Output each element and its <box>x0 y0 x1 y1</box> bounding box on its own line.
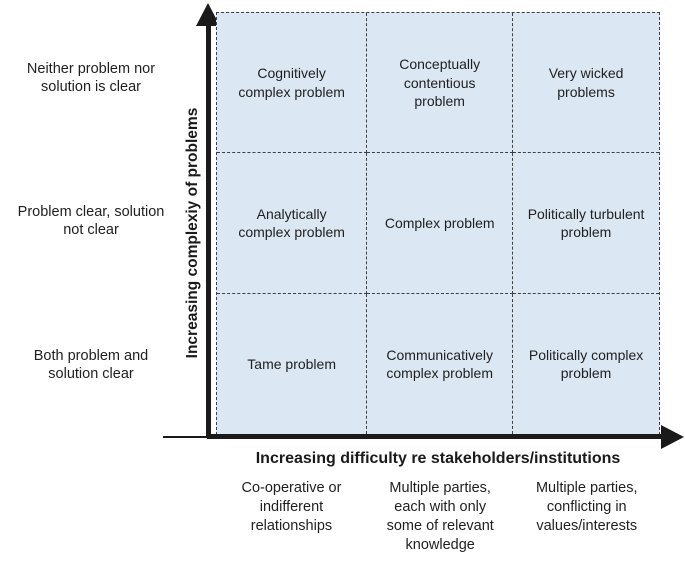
matrix-grid: Cognitively complex problem Conceptually… <box>216 12 660 435</box>
x-axis-line <box>207 434 663 439</box>
cell-text: Analytically complex problem <box>238 205 345 240</box>
row-label-both-clear: Both problem and solution clear <box>0 347 182 383</box>
x-axis-column-descriptions: Co-operative or indifferent relationship… <box>216 479 660 554</box>
matrix-cell-cognitively-complex: Cognitively complex problem <box>217 13 368 154</box>
y-axis-line <box>206 20 211 437</box>
matrix-cell-very-wicked: Very wicked problems <box>513 13 659 154</box>
matrix-cell-politically-complex: Politically complex problem <box>513 294 659 434</box>
row-label-text: Neither problem nor solution is clear <box>26 61 156 96</box>
col-label-cooperative: Co-operative or indifferent relationship… <box>216 479 367 554</box>
y-axis-label: Increasing complexiy of problems <box>184 107 201 359</box>
row-label-text: Both problem and solution clear <box>33 348 149 383</box>
cell-text: Politically turbulent problem <box>527 205 645 240</box>
cell-text: Conceptually contentious problem <box>399 56 481 109</box>
cell-text: Cognitively complex problem <box>238 65 345 100</box>
matrix-cell-complex: Complex problem <box>367 153 514 294</box>
cell-text: Politically complex problem <box>528 346 644 381</box>
matrix-cell-communicatively-complex: Communicatively complex problem <box>367 293 514 434</box>
col-label-text: Multiple parties, conflicting in values/… <box>535 480 638 534</box>
row-label-neither-clear: Neither problem nor solution is clear <box>0 60 182 96</box>
col-label-text: Multiple parties, each with only some of… <box>386 480 494 553</box>
matrix-cell-tame: Tame problem <box>217 293 368 434</box>
row-label-problem-clear: Problem clear, solution not clear <box>0 203 182 239</box>
row-label-text: Problem clear, solution not clear <box>17 204 165 239</box>
col-label-multiple-parties-conflicting: Multiple parties, conflicting in values/… <box>513 479 660 554</box>
cell-text: Complex problem <box>384 214 495 231</box>
cell-text: Tame problem <box>247 355 336 372</box>
cell-text: Communicatively complex problem <box>386 346 493 381</box>
cell-text: Very wicked problems <box>548 65 624 100</box>
x-axis-arrowhead-icon <box>661 425 684 449</box>
x-axis-line-extension <box>163 436 211 438</box>
matrix-cell-analytically-complex: Analytically complex problem <box>217 153 368 294</box>
col-label-multiple-parties-knowledge: Multiple parties, each with only some of… <box>367 479 514 554</box>
x-axis-label: Increasing difficulty re stakeholders/in… <box>255 450 621 467</box>
col-label-text: Co-operative or indifferent relationship… <box>241 480 342 534</box>
y-axis-arrowhead-icon <box>196 3 220 26</box>
matrix-cell-conceptually-contentious: Conceptually contentious problem <box>367 13 514 154</box>
matrix-cell-politically-turbulent: Politically turbulent problem <box>513 153 659 294</box>
